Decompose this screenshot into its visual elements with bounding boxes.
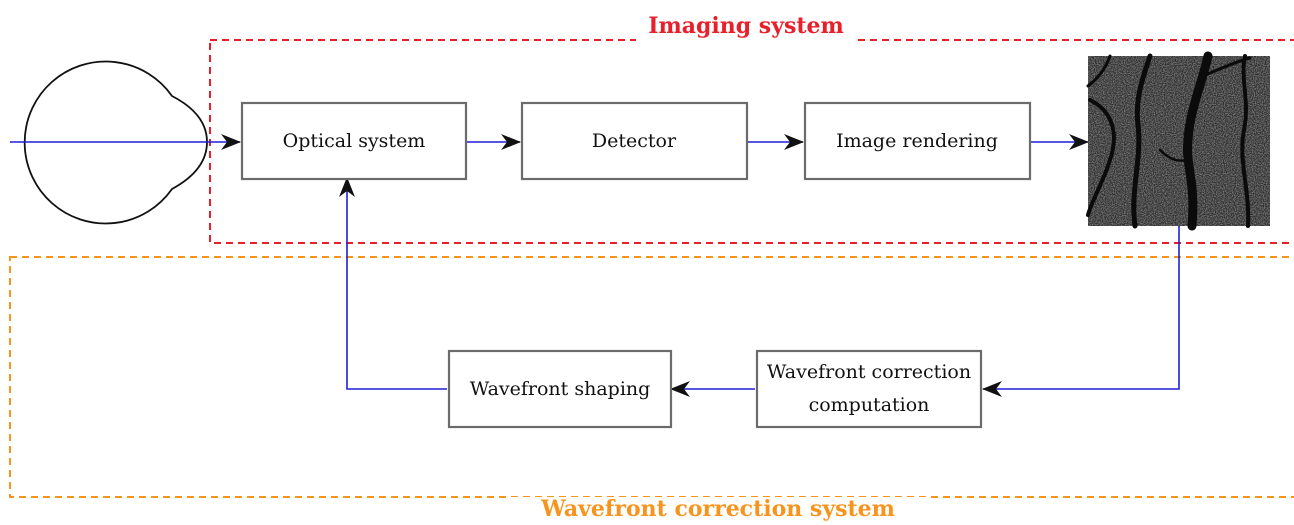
flow-lines xyxy=(10,134,1180,397)
wavefront-shaping-label: Wavefront shaping xyxy=(470,378,651,400)
shaping-to-optical-arrow xyxy=(339,177,447,390)
detector-label: Detector xyxy=(592,130,677,152)
detector-box: Detector xyxy=(520,101,749,181)
image-rendering-label: Image rendering xyxy=(836,130,998,152)
correction-system-region xyxy=(9,256,1294,498)
wavefront-correction-label-line2: computation xyxy=(809,394,930,416)
imaging-system-title: Imaging system xyxy=(648,13,844,39)
retina-image-icon xyxy=(1086,51,1270,231)
optical-system-label: Optical system xyxy=(283,130,426,152)
optical-system-box: Optical system xyxy=(240,101,468,181)
correction-system-title: Wavefront correction system xyxy=(540,496,895,522)
image-rendering-box: Image rendering xyxy=(803,101,1032,181)
wavefront-correction-box: Wavefront correction computation xyxy=(755,349,983,429)
image-to-computation-arrow xyxy=(982,225,1180,397)
wavefront-shaping-box: Wavefront shaping xyxy=(447,349,673,429)
wavefront-correction-label-line1: Wavefront correction xyxy=(767,361,971,383)
